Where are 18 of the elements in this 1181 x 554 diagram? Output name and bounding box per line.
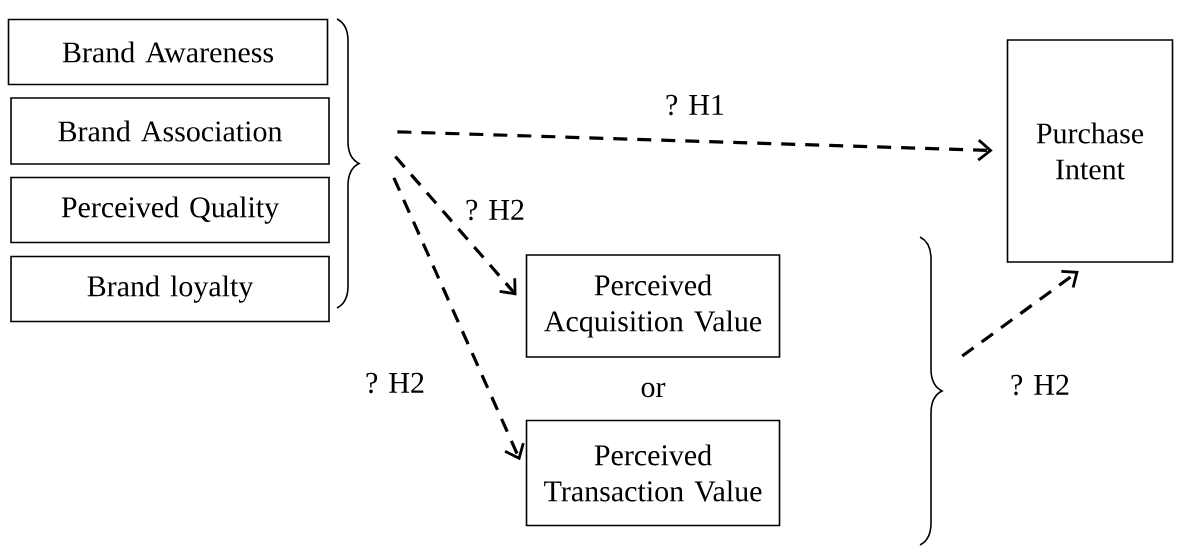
edge-label: ? H2 xyxy=(463,197,527,223)
dashed-arrow xyxy=(394,155,517,296)
dashed-arrow xyxy=(392,177,525,461)
edge-label: ? H2 xyxy=(1008,372,1072,398)
concept-box: Brand loyalty xyxy=(10,255,330,323)
connector-word: or xyxy=(641,382,666,398)
concept-box: Purchase Intent xyxy=(1006,39,1174,263)
curly-brace xyxy=(336,18,360,309)
dashed-arrow xyxy=(961,269,1079,358)
concept-box: Perceived Transaction Value xyxy=(525,419,781,527)
curly-brace xyxy=(919,236,943,546)
edge-label: ? H2 xyxy=(363,370,427,396)
edge-label: ? H1 xyxy=(663,92,727,118)
concept-box: Perceived Acquisition Value xyxy=(525,254,781,358)
dashed-arrow xyxy=(397,130,993,162)
concept-box: Brand Awareness xyxy=(7,18,329,86)
concept-box: Perceived Quality xyxy=(10,176,330,244)
concept-box: Brand Association xyxy=(10,97,330,165)
